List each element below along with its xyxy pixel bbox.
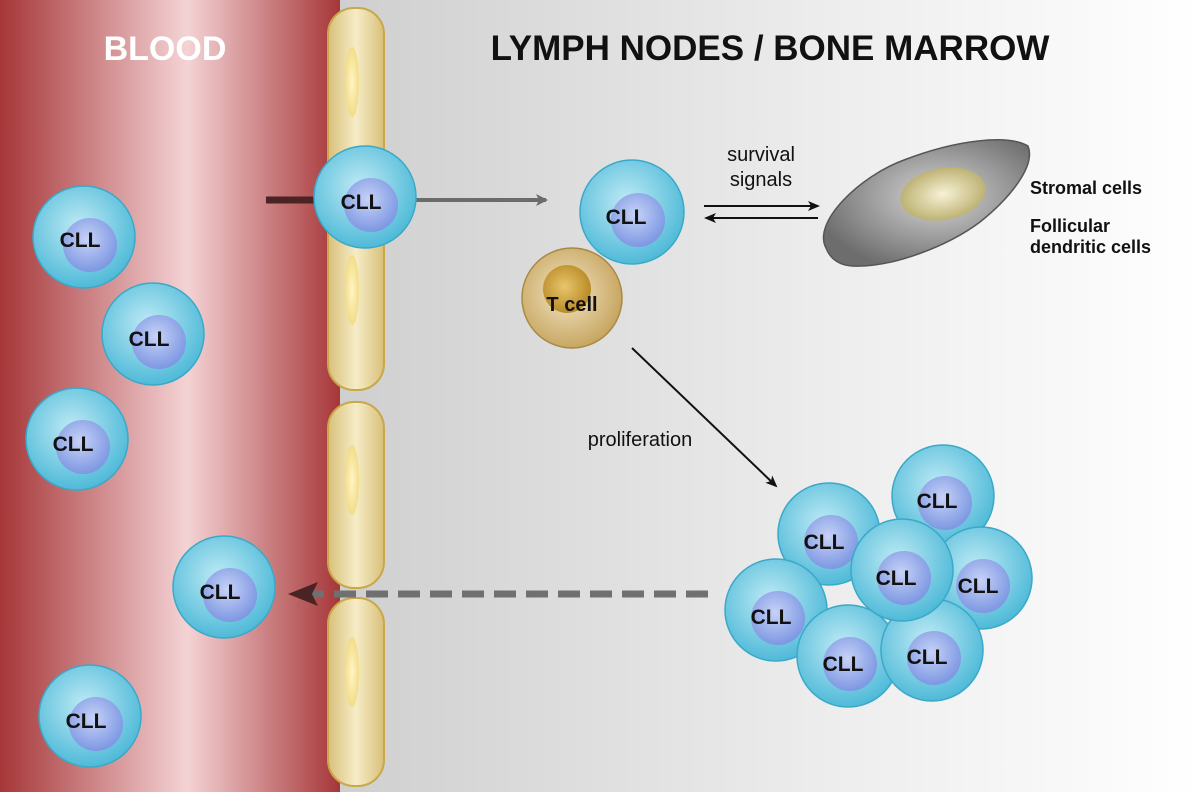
cll-label: CLL: [751, 606, 792, 629]
stromal-cell: [823, 139, 1031, 267]
cll-label: CLL: [53, 433, 94, 456]
cll-cell-migrating: CLL: [313, 145, 417, 249]
blood-title: BLOOD: [104, 30, 227, 68]
cll-cluster: CLL CLL CLL CLL CLL CLL: [724, 444, 1033, 708]
cll-label: CLL: [66, 710, 107, 733]
cll-label: CLL: [958, 575, 999, 598]
cll-label: CLL: [804, 531, 845, 554]
cll-cell: CLL: [172, 535, 276, 639]
endothelial-nucleus: [345, 445, 359, 515]
endothelial-nucleus: [345, 255, 359, 325]
cll-cell: CLL: [929, 526, 1033, 630]
cll-cell: CLL: [38, 664, 142, 768]
cll-cell: CLL: [32, 185, 136, 289]
cll-label: CLL: [200, 581, 241, 604]
cll-label: CLL: [129, 328, 170, 351]
cll-label: CLL: [876, 567, 917, 590]
tissue-region: [340, 0, 1200, 792]
follicular-label-line1: Follicular: [1030, 216, 1110, 236]
cll-label: CLL: [341, 191, 382, 214]
t-cell: T cell: [521, 247, 623, 349]
tissue-title: LYMPH NODES / BONE MARROW: [491, 29, 1050, 68]
cll-cell: CLL: [101, 282, 205, 386]
follicular-label-line2: dendritic cells: [1030, 237, 1151, 257]
endothelial-nucleus: [345, 637, 359, 707]
survival-label-line1: survival: [727, 144, 795, 166]
proliferation-label: proliferation: [588, 429, 693, 451]
egress-arrowhead: [288, 582, 318, 606]
endothelial-nucleus: [345, 47, 359, 117]
cll-cell: CLL: [880, 598, 984, 702]
stromal-label: Stromal cells: [1030, 178, 1142, 198]
t-cell-label: T cell: [546, 294, 597, 316]
survival-label-line2: signals: [730, 169, 792, 191]
cll-label: CLL: [917, 490, 958, 513]
cll-label: CLL: [823, 653, 864, 676]
cll-cell-tissue: CLL: [579, 159, 685, 265]
cll-cell: CLL: [850, 518, 954, 622]
cll-label: CLL: [907, 646, 948, 669]
cll-cell: CLL: [796, 604, 900, 708]
cll-label: CLL: [606, 206, 647, 229]
cll-cell: CLL: [25, 387, 129, 491]
cll-label: CLL: [60, 229, 101, 252]
proliferation-arrow: [631, 347, 778, 488]
